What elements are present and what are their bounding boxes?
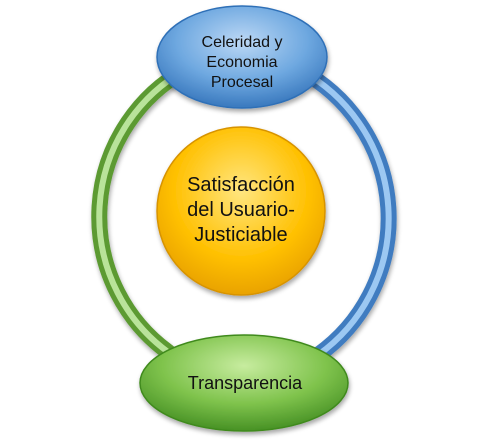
node-bottom-text: Transparencia [187, 372, 303, 393]
node-bottom-label: Transparencia [140, 340, 350, 426]
node-center-satisfaccion [156, 126, 326, 296]
node-center-line-3: Justiciable [194, 223, 288, 246]
node-top-celeridad [156, 5, 328, 109]
node-center-line-1: Satisfacción [187, 173, 295, 196]
node-top-line-2: Economia [206, 54, 278, 71]
ring-arc-right-highlight [297, 67, 392, 358]
node-top-line-3: Procesal [210, 74, 274, 91]
node-top-label: Celeridad y Economia Procesal [157, 18, 327, 108]
node-center-label: Satisfacción del Usuario- Justiciable [156, 160, 326, 260]
ring-arc-left-highlight [96, 67, 188, 355]
node-bottom-transparencia [139, 334, 349, 432]
node-center-line-2: del Usuario- [187, 198, 295, 221]
node-top-line-1: Celeridad y [201, 34, 283, 51]
